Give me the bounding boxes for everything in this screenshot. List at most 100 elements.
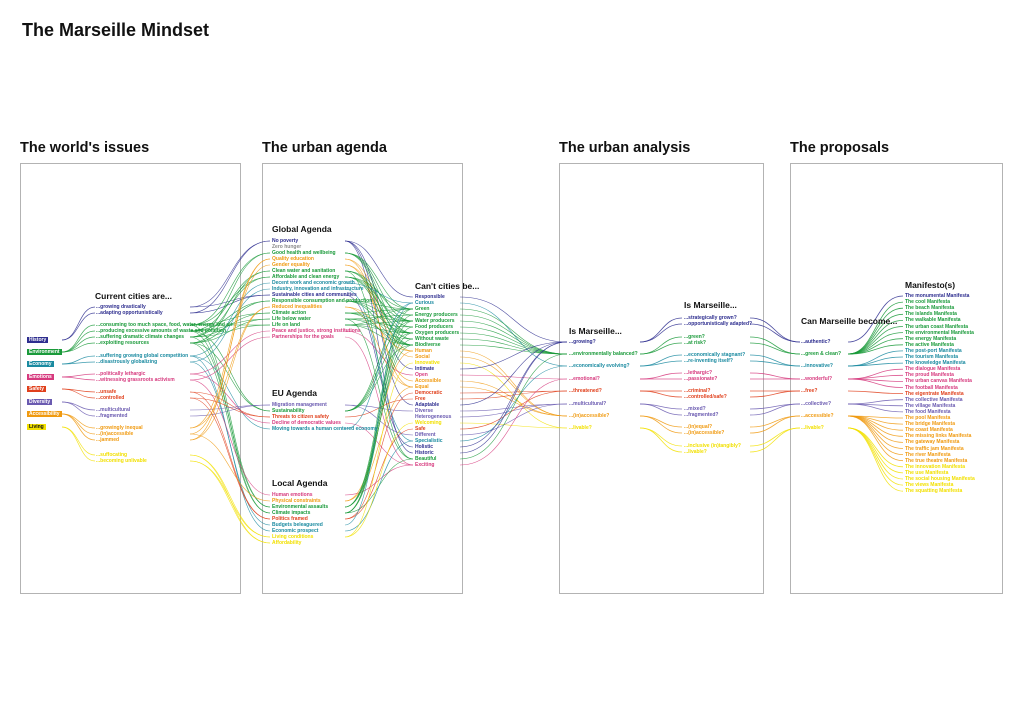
link-issue-safety: [61, 388, 96, 399]
local-agenda-item: Politics framed: [272, 516, 308, 522]
analysis-subquestion: ...(in)equal?: [684, 424, 713, 430]
link-issue-agenda-environment: [189, 252, 271, 326]
manifesto-item: The monumental Manifesta: [905, 293, 970, 299]
local-agenda-item: Living conditions: [272, 534, 314, 540]
link-analysis-proposal-safety: [749, 390, 801, 398]
global-agenda-item: Clean water and sanitation: [272, 268, 336, 274]
manifesto-item: The active Manifesta: [905, 341, 954, 348]
link-manifesto-diversity: [847, 399, 904, 405]
manifesto-item: The gateway Manifesta: [905, 439, 960, 446]
link-issue-agenda-history: [189, 294, 271, 314]
manifesto-item: The river Manifesta: [905, 451, 951, 458]
link-issue-agenda-environment: [189, 318, 271, 344]
proposal-question: ...innovative?: [801, 363, 833, 369]
link-analysis-proposal-history: [749, 317, 801, 343]
link-agenda-cities-environment: [344, 332, 414, 412]
manifesto-item: The social housing Manifesta: [905, 476, 975, 482]
link-issue-agenda-diversity: [189, 404, 271, 417]
link-cities-analysis-accessibility: [459, 350, 568, 417]
link-issue-agenda-economy: [189, 282, 271, 357]
link-cities-analysis-living: [459, 362, 568, 429]
link-issue-economy: [61, 361, 96, 365]
link-agenda-cities-living: [344, 362, 414, 538]
manifesto-item: The squatting Manifesta: [905, 488, 963, 495]
analysis-subquestion: ...lethargic?: [684, 370, 713, 376]
eu-agenda-heading: EU Agenda: [272, 388, 318, 398]
issue-item: ...disastrously globalizing: [96, 359, 158, 365]
link-cities-analysis-history: [459, 341, 568, 370]
manifesto-item: The islands Manifesta: [905, 311, 957, 318]
manifesto-item: The environmental Manifesta: [905, 329, 974, 336]
manifesto-item: The collective Manifesta: [905, 396, 963, 403]
link-cities-analysis-environment: [459, 320, 568, 355]
issue-item: ...politically lethargic: [96, 371, 146, 377]
issue-item: ...witnessing grassroots activism: [96, 377, 175, 383]
global-agenda-item: Sustainable cities and communities: [272, 292, 357, 298]
link-issue-agenda-living: [189, 460, 271, 538]
manifesto-item: The true theatre Manifesta: [905, 457, 968, 464]
analysis-subquestion: ...livable?: [684, 449, 707, 455]
link-cities-analysis-emotions: [459, 378, 568, 466]
link-agenda-cities-history: [344, 240, 414, 298]
analysis-subquestion: ...green?: [684, 334, 705, 340]
manifesto-item: The views Manifesta: [905, 482, 954, 489]
analysis-question: ...multicultural?: [569, 401, 607, 407]
link-cities-analysis-accessibility: [459, 380, 568, 417]
link-issue-diversity: [61, 401, 96, 417]
link-analysis-proposal-history: [749, 323, 801, 343]
link-issue-environment: [61, 324, 96, 353]
link-agenda-cities-accessibility: [344, 386, 414, 502]
link-analysis-economy: [639, 354, 683, 367]
manifestos-heading: Manifesto(s): [905, 280, 956, 290]
analysis-subquestion: ...fragmented?: [684, 412, 719, 418]
global-agenda-item: Responsible consumption and production: [272, 298, 373, 304]
link-agenda-cities-environment: [344, 344, 414, 412]
link-cities-analysis-history: [459, 341, 568, 454]
link-analysis-safety: [639, 390, 683, 398]
proposal-question: ...collective?: [801, 401, 832, 407]
cities-item: Human: [415, 348, 432, 354]
link-analysis-proposal-accessibility: [749, 415, 801, 428]
manifesto-item: The innovation Manifesta: [905, 463, 966, 470]
cities-item: Food producers: [415, 324, 454, 330]
manifesto-item: The knowledge Manifesta: [905, 360, 966, 367]
link-manifesto-economy: [847, 362, 904, 367]
link-analysis-proposal-economy: [749, 360, 801, 367]
cities-item: Curious: [415, 300, 434, 306]
manifesto-item: The cool Manifesta: [905, 299, 951, 306]
panel-analysis: [559, 163, 764, 594]
analysis-question: ...livable?: [569, 425, 592, 431]
link-agenda-cities-economy: [344, 302, 414, 430]
link-issue-living: [61, 426, 96, 456]
page-title: The Marseille Mindset: [22, 20, 210, 40]
global-agenda-item: Industry, innovation and infrastructure: [272, 286, 364, 292]
link-issue-agenda-safety: [189, 391, 271, 418]
link-issue-agenda-safety: [189, 397, 271, 520]
link-agenda-cities-living: [344, 422, 414, 538]
analysis-heading-1: Is Marseille...: [569, 326, 622, 336]
tag-emotions: Emotions: [27, 374, 54, 380]
link-cities-analysis-accessibility: [459, 356, 568, 417]
proposal-question: ...accessible?: [801, 413, 834, 419]
issues-heading: Current cities are...: [95, 291, 173, 301]
analysis-subquestion: ...controlled/safe?: [684, 394, 727, 400]
link-issue-agenda-emotions: [189, 336, 271, 381]
issue-item: ...jammed: [96, 437, 120, 443]
manifesto-item: The coast Manifesta: [905, 427, 953, 434]
analysis-subquestion: ...mixed?: [684, 406, 706, 412]
cities-item: Different: [415, 432, 436, 438]
link-analysis-living: [639, 427, 683, 453]
tag-economy: Economy: [27, 361, 54, 367]
global-agenda-item: Quality education: [272, 256, 314, 262]
issue-item: ...(in)accessible: [96, 431, 134, 437]
link-agenda-cities-environment: [344, 308, 414, 412]
global-agenda-item: Decent work and economic growth: [272, 280, 355, 286]
link-analysis-proposal-emotions: [749, 372, 801, 380]
tag-diversity: Diversity: [27, 399, 53, 405]
global-agenda-item: Peace and justice, strong institutions: [272, 328, 361, 334]
manifesto-item: The beach Manifesta: [905, 305, 955, 312]
link-analysis-environment: [639, 336, 683, 355]
global-agenda-item: Affordable and clean energy: [272, 274, 340, 280]
link-issue-accessibility: [61, 413, 96, 429]
